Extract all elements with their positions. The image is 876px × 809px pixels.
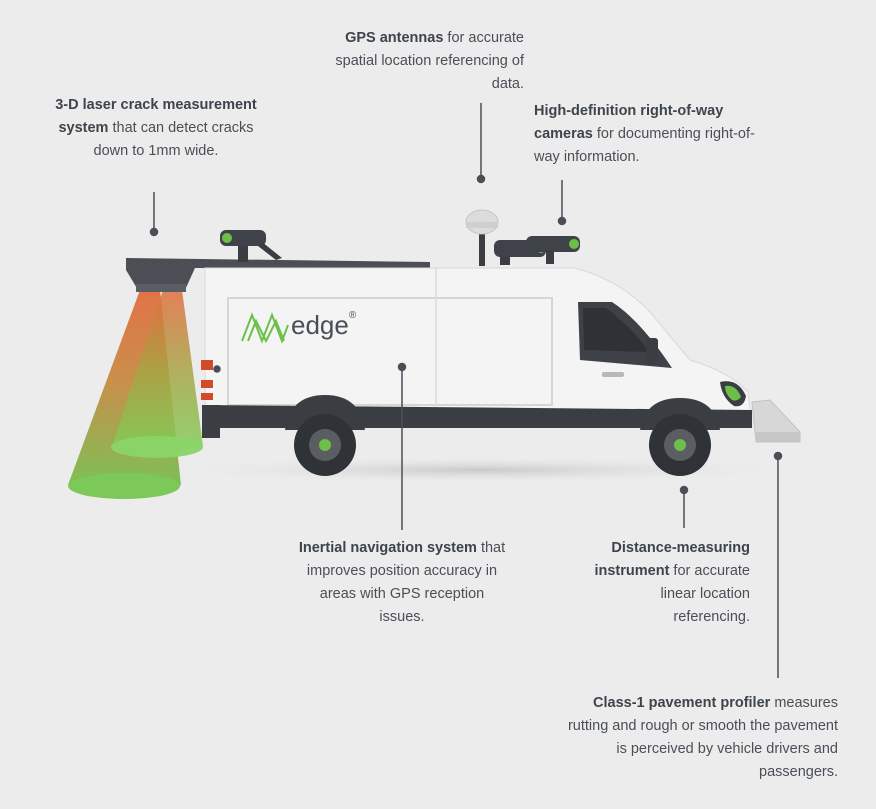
laser-rack <box>126 258 430 290</box>
callout-laser-bold: 3-D laser crack measurement system <box>55 97 257 136</box>
callout-laser-crack: 3-D laser crack measurement system that … <box>50 94 262 163</box>
callout-inertial: Inertial navigation system that improves… <box>298 537 506 629</box>
callout-gps-bold: GPS antennas <box>345 30 444 46</box>
rear-camera <box>220 230 282 262</box>
laser-beams <box>68 290 203 499</box>
gps-antenna <box>465 209 499 266</box>
callout-inertial-text: that improves position accuracy in areas… <box>306 540 506 625</box>
callout-profiler-bold: Class-1 pavement profiler <box>593 695 771 711</box>
edge-logo-mark <box>241 312 289 344</box>
van-body <box>201 267 753 438</box>
callout-gps-text: for accurate spatial location referencin… <box>335 30 524 92</box>
logo-registered-mark: ® <box>348 310 357 321</box>
front-wheel <box>649 414 711 476</box>
edge-logo: edge® <box>291 310 356 341</box>
leader-lines <box>149 103 783 678</box>
callout-profiler-text: measures rutting and rough or smooth the… <box>567 695 838 780</box>
ground-shadow <box>150 456 810 484</box>
rear-wheel <box>294 414 356 476</box>
callout-inertial-bold: Inertial navigation system <box>298 540 477 556</box>
callout-laser-text: that can detect cracks down to 1mm wide. <box>93 120 254 159</box>
callout-profiler: Class-1 pavement profiler measures rutti… <box>560 692 838 784</box>
callout-gps: GPS antennas for accurate spatial locati… <box>330 27 524 96</box>
callout-distance-text: for accurate linear location referencing… <box>660 563 750 625</box>
logo-text: edge <box>291 310 349 340</box>
callout-cameras: High-definition right-of-way cameras for… <box>534 100 756 169</box>
callout-cameras-bold: High-definition right-of-way cameras <box>534 103 724 142</box>
callout-cameras-text: for documenting right-of-way information… <box>534 126 755 165</box>
pavement-profiler <box>751 399 801 443</box>
front-cameras <box>494 236 580 265</box>
callout-distance: Distance-measuring instrument for accura… <box>588 537 750 629</box>
callout-distance-bold: Distance-measuring instrument <box>594 540 750 579</box>
